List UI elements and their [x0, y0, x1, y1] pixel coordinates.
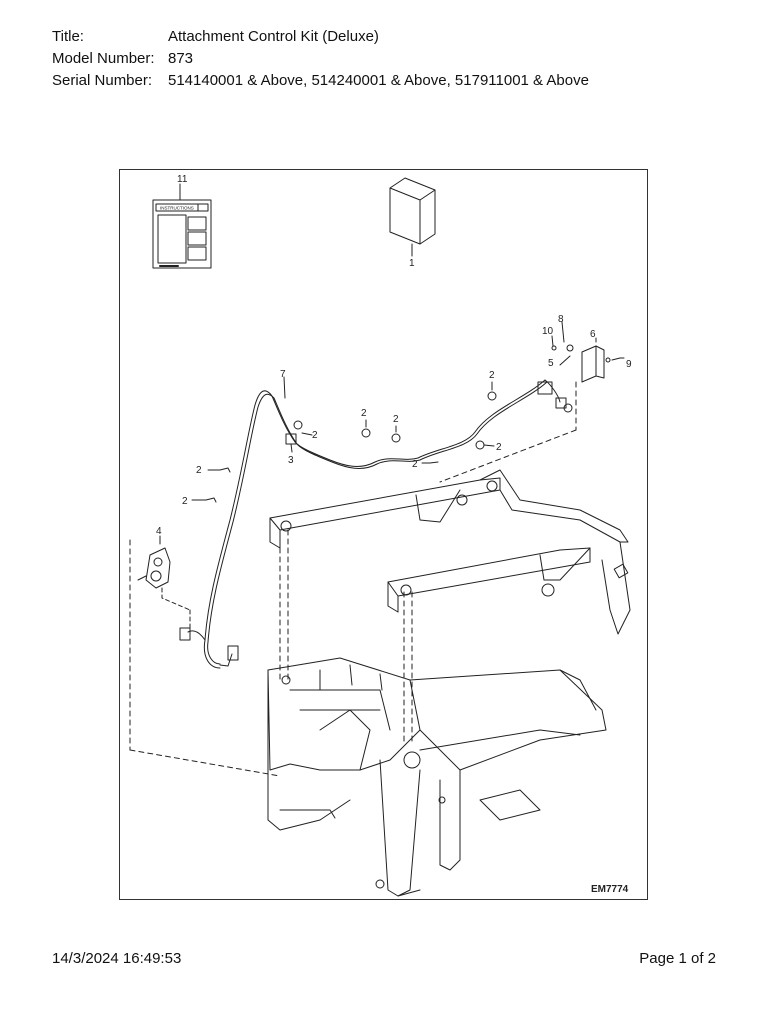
- callout-2-c: 2: [393, 414, 399, 425]
- callout-2-g: 2: [182, 496, 188, 507]
- figure-id: EM7774: [591, 884, 629, 895]
- lower-boom-arm: [387, 547, 629, 613]
- callout-5: 5: [548, 358, 554, 369]
- callout-4: 4: [156, 526, 162, 537]
- upper-boom-arm: [269, 469, 631, 635]
- parts-diagram: 11 INSTRUCTIONS 1: [119, 169, 648, 900]
- title-row: Title: Attachment Control Kit (Deluxe): [52, 25, 589, 47]
- wiring-harness: [179, 379, 573, 669]
- callout-6: 6: [590, 329, 596, 340]
- callout-11: 11: [177, 174, 188, 185]
- callout-1: 1: [409, 258, 415, 269]
- mounting-bracket: [551, 344, 621, 383]
- parts-diagram-drawing: 11 INSTRUCTIONS 1: [129, 174, 632, 897]
- page-number: Page 1 of 2: [639, 950, 716, 967]
- leader-lines: [129, 381, 577, 777]
- print-timestamp: 14/3/2024 16:49:53: [52, 950, 182, 967]
- model-value: 873: [168, 49, 194, 67]
- model-label: Model Number:: [52, 49, 155, 67]
- callout-10: 10: [542, 326, 554, 337]
- callout-2-a: 2: [312, 430, 318, 441]
- instructions-heading: INSTRUCTIONS: [160, 206, 194, 211]
- serial-label: Serial Number:: [52, 71, 153, 89]
- callout-2-b: 2: [361, 408, 367, 419]
- serial-row: Serial Number: 514140001 & Above, 514240…: [52, 69, 589, 91]
- instruction-sheet-illustration: [152, 183, 212, 269]
- callout-2-f: 2: [196, 465, 202, 476]
- model-row: Model Number: 873: [52, 47, 589, 69]
- document-header: Title: Attachment Control Kit (Deluxe) M…: [52, 25, 589, 91]
- loader-chassis: [267, 657, 607, 897]
- callout-2-h: 2: [412, 459, 418, 470]
- callout-8: 8: [558, 314, 564, 325]
- callout-2-e: 2: [496, 442, 502, 453]
- serial-value: 514140001 & Above, 514240001 & Above, 51…: [168, 71, 589, 89]
- title-value: Attachment Control Kit (Deluxe): [168, 27, 379, 45]
- callout-3: 3: [288, 455, 294, 466]
- callout-7: 7: [280, 369, 286, 380]
- switch-assembly: [137, 547, 191, 629]
- title-label: Title:: [52, 27, 84, 45]
- callout-9: 9: [626, 359, 632, 370]
- callout-2-d: 2: [489, 370, 495, 381]
- kit-box-illustration: [389, 177, 436, 257]
